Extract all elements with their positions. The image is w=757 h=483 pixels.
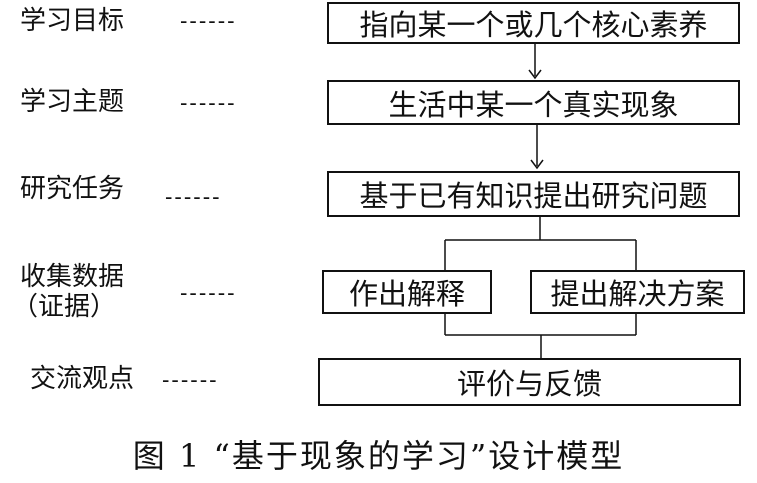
- box-propose-solution: 提出解决方案: [530, 270, 745, 314]
- arrowhead-1-icon: [528, 69, 542, 80]
- box-research-task: 基于已有知识提出研究问题: [327, 171, 740, 217]
- row-dashes-4: ------: [180, 281, 237, 306]
- box-make-explanation: 作出解释: [322, 270, 492, 314]
- arrowhead-2-icon: [530, 159, 544, 170]
- row-label-learning-topic: 学习主题: [20, 87, 125, 117]
- row-dashes-5: ------: [162, 368, 219, 393]
- row-label-exchange-views: 交流观点: [30, 364, 135, 394]
- row-label-learning-goal: 学习目标: [20, 6, 125, 36]
- row-dashes-1: ------: [180, 9, 237, 34]
- box-learning-topic: 生活中某一个真实现象: [327, 80, 740, 125]
- row-dashes-2: ------: [180, 91, 237, 116]
- row-label-research-task: 研究任务: [20, 174, 125, 204]
- box-evaluation-feedback: 评价与反馈: [318, 358, 741, 406]
- row-label-evidence: （证据）: [12, 292, 117, 322]
- row-label-collect-data: 收集数据: [20, 262, 125, 292]
- box-learning-goal: 指向某一个或几个核心素养: [327, 2, 740, 44]
- row-dashes-3: ------: [165, 185, 222, 210]
- figure-caption: 图 1 “基于现象的学习”设计模型: [132, 437, 625, 475]
